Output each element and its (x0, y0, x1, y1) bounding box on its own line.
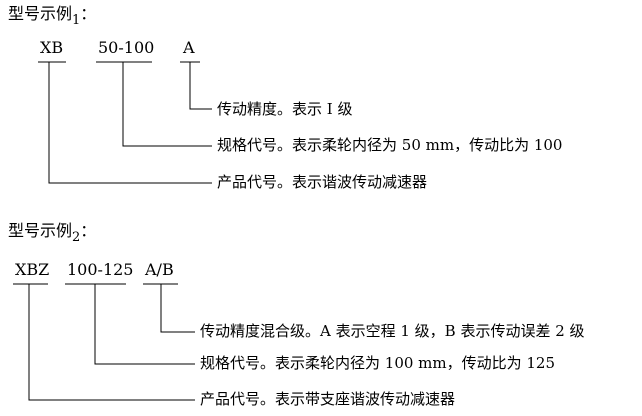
example-2-leader-grade (160, 284, 195, 333)
example-2-desc-product: 产品代号。表示带支座谐波传动减速器 (200, 390, 456, 408)
example-1-heading-subscript: 1 (72, 13, 81, 28)
example-1-leader-grade (189, 62, 212, 110)
example-2-heading: 型号示例2： (8, 221, 97, 245)
example-1-code-grade: A (183, 38, 195, 57)
example-1-leader-product (48, 62, 212, 184)
example-1-connectors (38, 61, 212, 184)
example-2-code-spec: 100-125 (67, 260, 134, 279)
example-1-code-spec: 50-100 (98, 38, 155, 57)
example-1-leader-spec (122, 62, 212, 147)
example-1-heading-colon: ： (80, 4, 97, 23)
example-1-code-series: XB (40, 38, 64, 57)
example-2-desc-grade: 传动精度混合级。A 表示空程 1 级，B 表示传动误差 2 级 (200, 322, 585, 340)
example-1-desc-product: 产品代号。表示谐波传动减速器 (217, 173, 428, 191)
example-2-heading-text: 型号示例 (8, 221, 73, 240)
example-1-desc-spec: 规格代号。表示柔轮内径为 50 mm，传动比为 100 (217, 136, 563, 154)
example-2-code-grade: A/B (145, 260, 174, 279)
example-1-desc-grade: 传动精度。表示 I 级 (217, 100, 353, 118)
example-2-leader-spec (94, 284, 195, 365)
example-2-connectors (13, 283, 195, 401)
example-2-leader-product (28, 284, 195, 401)
example-2-heading-colon: ： (80, 221, 97, 240)
example-1-heading-text: 型号示例 (8, 4, 73, 23)
example-2-code-series: XBZ (15, 260, 50, 279)
example-1-heading: 型号示例1： (8, 4, 97, 28)
example-2-heading-subscript: 2 (72, 230, 81, 245)
example-2-desc-spec: 规格代号。表示柔轮内径为 100 mm，传动比为 125 (200, 354, 556, 372)
